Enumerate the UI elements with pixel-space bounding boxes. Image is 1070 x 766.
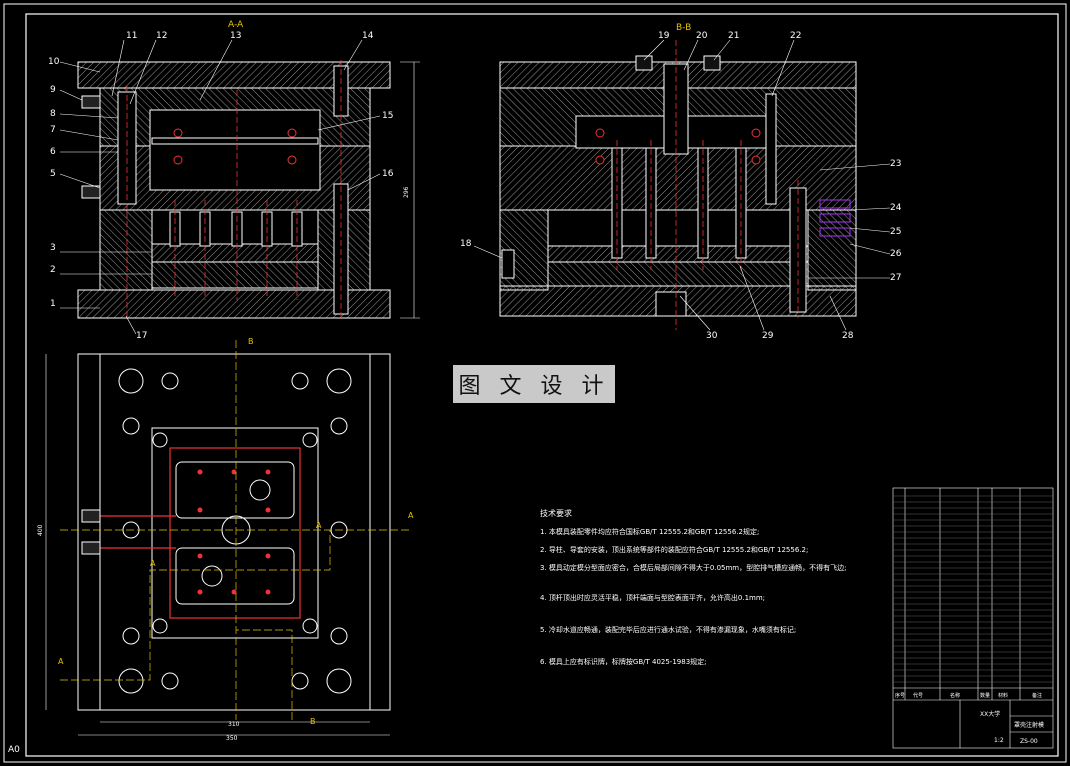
plan-width-outer-dim: 350 <box>226 735 238 742</box>
svg-text:24: 24 <box>890 203 902 213</box>
svg-text:8: 8 <box>50 109 56 119</box>
svg-text:13: 13 <box>230 31 241 41</box>
svg-text:备注: 备注 <box>1032 692 1042 699</box>
svg-text:A: A <box>316 521 322 530</box>
section-bb-view: B-B <box>499 23 857 330</box>
watermark: 图 文 设 计 <box>453 365 615 403</box>
svg-text:A: A <box>58 657 64 666</box>
parts-list <box>892 487 1054 749</box>
plan-height-dim: 400 <box>37 524 44 536</box>
svg-text:26: 26 <box>890 249 902 259</box>
svg-text:27: 27 <box>890 273 901 283</box>
drawing-number: ZS-00 <box>1020 738 1038 745</box>
svg-text:28: 28 <box>842 331 854 341</box>
sheet-inner-border <box>25 13 1059 757</box>
svg-text:25: 25 <box>890 227 901 237</box>
notes-item: 2. 导柱、导套的安装，顶出系统等部件的装配应符合GB/T 12555.2和GB… <box>540 545 808 554</box>
plan-view: 310 350 400 A A A A B B <box>37 337 414 742</box>
svg-text:11: 11 <box>126 31 137 41</box>
svg-text:名称: 名称 <box>950 692 960 699</box>
section-bb-callout-labels: 18 19 20 21 22 23 24 25 26 27 28 29 30 <box>460 31 902 341</box>
svg-text:材料: 材料 <box>998 692 1008 699</box>
svg-text:15: 15 <box>382 111 393 121</box>
section-bb-title: B-B <box>676 23 691 33</box>
company-name: XX大学 <box>980 710 1000 718</box>
svg-text:19: 19 <box>658 31 670 41</box>
svg-text:A: A <box>150 559 156 568</box>
drawing-scale: 1:2 <box>994 737 1004 744</box>
svg-text:B: B <box>248 337 254 346</box>
svg-text:代号: 代号 <box>913 692 923 699</box>
svg-text:6: 6 <box>50 147 56 157</box>
svg-text:2: 2 <box>50 265 56 275</box>
svg-text:数量: 数量 <box>980 692 990 699</box>
notes-item: 6. 模具上应有标识牌，标牌按GB/T 4025-1983规定; <box>540 657 707 666</box>
plan-section-marks: A A A A B B <box>58 337 414 726</box>
notes-title: 技术要求 <box>540 508 572 518</box>
notes-item: 4. 顶杆顶出时应灵活平稳，顶杆端面与型腔表面平齐，允许高出0.1mm; <box>540 593 765 602</box>
svg-text:10: 10 <box>48 57 60 67</box>
section-bb-callouts <box>473 39 891 331</box>
sheet-outer-border <box>3 3 1067 763</box>
section-aa-view: A-A 296 <box>77 20 420 320</box>
svg-text:23: 23 <box>890 159 901 169</box>
parts-list-rows <box>893 495 1053 683</box>
svg-text:序号: 序号 <box>895 692 905 699</box>
title-block: XX大学 罩壳注射模 ZS-00 1:2 <box>980 710 1044 745</box>
svg-text:14: 14 <box>362 31 374 41</box>
svg-text:A: A <box>408 511 414 520</box>
svg-text:B: B <box>310 717 316 726</box>
section-aa-callouts <box>59 39 381 335</box>
svg-text:1: 1 <box>50 299 56 309</box>
section-aa-title: A-A <box>228 20 244 30</box>
svg-text:30: 30 <box>706 331 718 341</box>
svg-text:3: 3 <box>50 243 56 253</box>
svg-text:21: 21 <box>728 31 739 41</box>
svg-text:20: 20 <box>696 31 708 41</box>
svg-text:16: 16 <box>382 169 394 179</box>
section-aa-height-dim: 296 <box>403 186 410 198</box>
svg-text:17: 17 <box>136 331 147 341</box>
svg-text:7: 7 <box>50 125 56 135</box>
svg-text:5: 5 <box>50 169 56 179</box>
svg-text:12: 12 <box>156 31 167 41</box>
svg-text:18: 18 <box>460 239 472 249</box>
sheet-size-label: A0 <box>8 745 20 755</box>
notes-item: 5. 冷却水道应畅通，装配完毕后应进行通水试验，不得有渗漏现象，水嘴须有标记; <box>540 625 796 634</box>
svg-text:22: 22 <box>790 31 801 41</box>
technical-notes: 技术要求 1. 本模具装配零件均应符合国标GB/T 12555.2和GB/T 1… <box>540 508 847 666</box>
svg-text:9: 9 <box>50 85 56 95</box>
drawing-name: 罩壳注射模 <box>1014 721 1044 729</box>
parts-list-header: 序号 代号 名称 数量 材料 备注 <box>895 692 1042 699</box>
plan-width-inner-dim: 310 <box>228 721 240 728</box>
notes-item: 3. 模具动定模分型面应密合，合模后局部间隙不得大于0.05mm，型腔排气槽应通… <box>540 563 847 572</box>
svg-text:29: 29 <box>762 331 774 341</box>
notes-item: 1. 本模具装配零件均应符合国标GB/T 12555.2和GB/T 12556.… <box>540 527 759 536</box>
